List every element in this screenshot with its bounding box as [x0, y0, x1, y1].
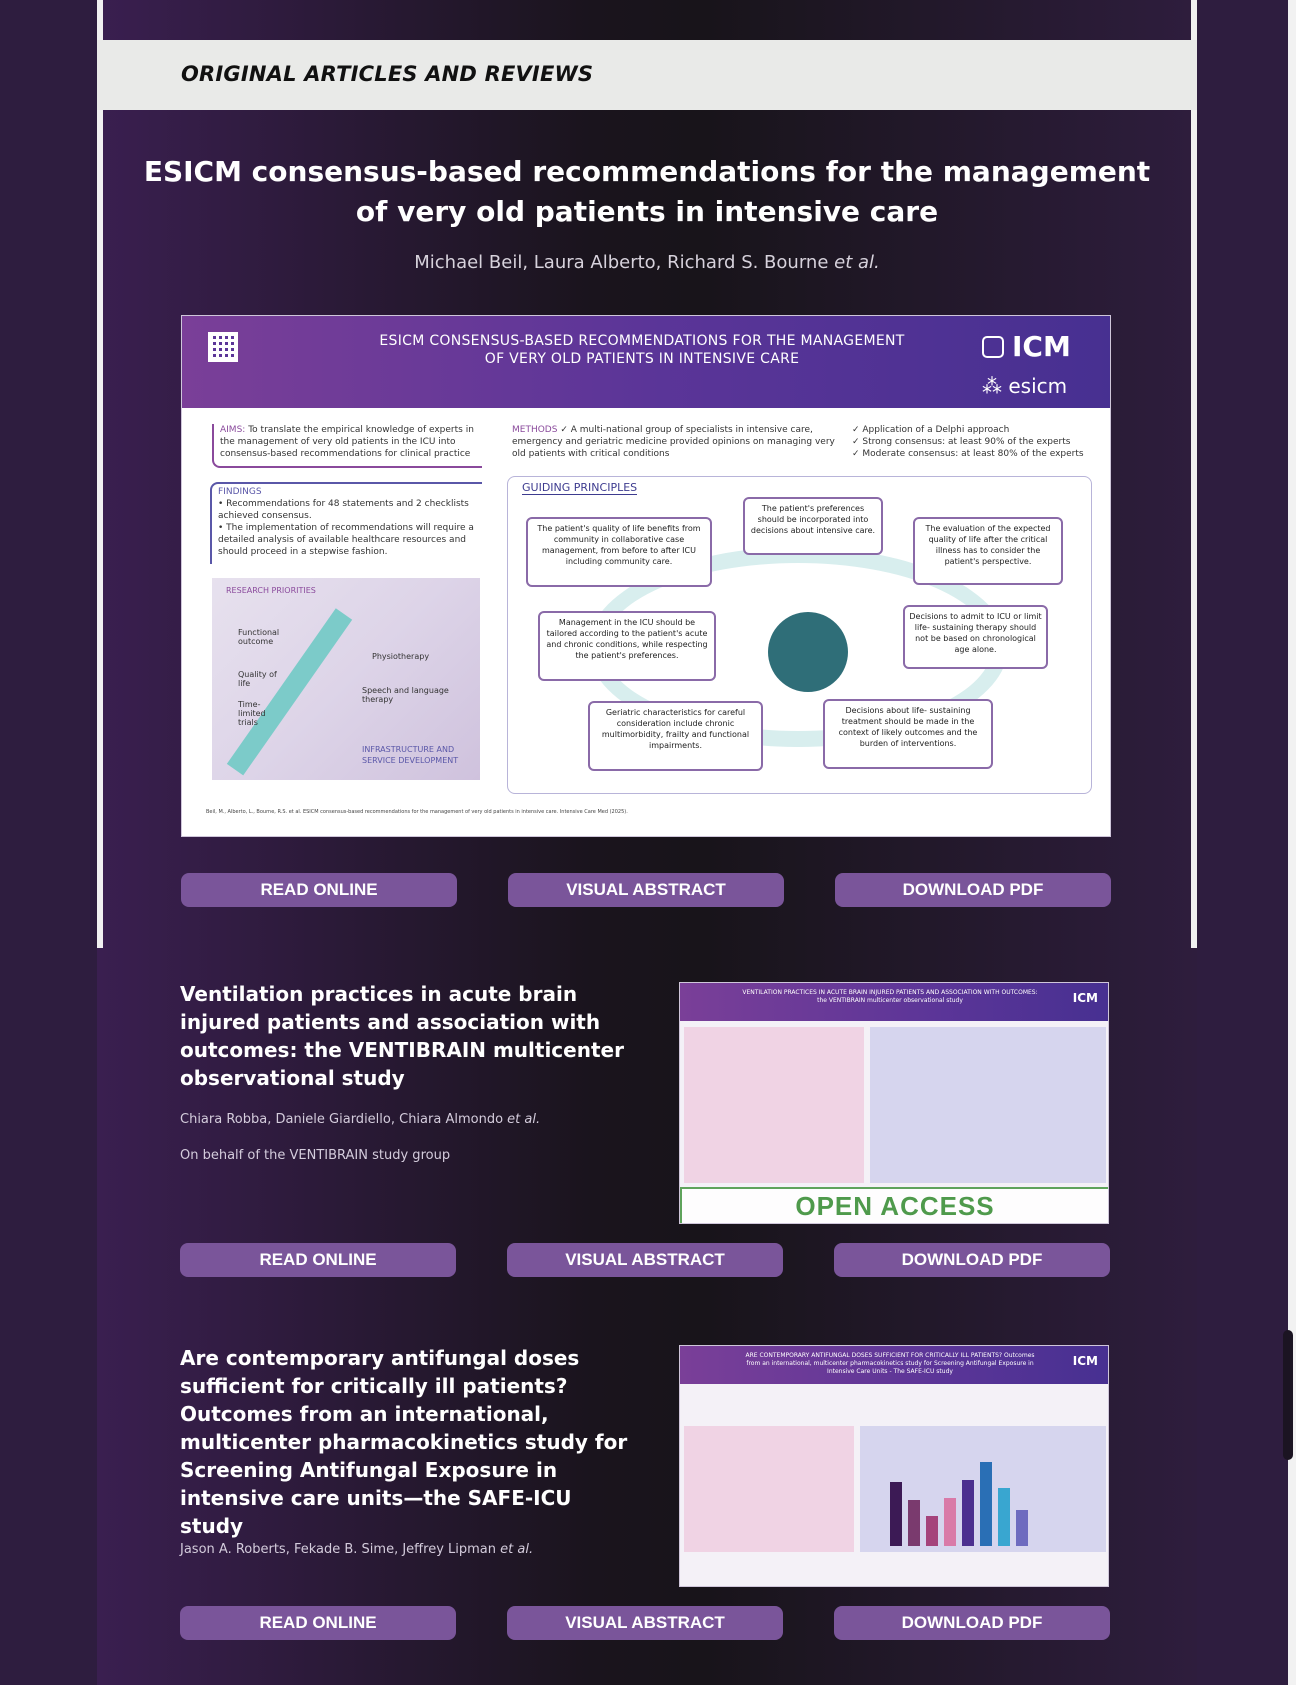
thumb-2-header: VENTILATION PRACTICES IN ACUTE BRAIN INJ…	[680, 983, 1108, 1021]
thumb-bar	[1016, 1510, 1028, 1546]
rp-quality: Quality of life	[238, 670, 277, 688]
read-online-button-3[interactable]: READ ONLINE	[180, 1606, 456, 1640]
qr-code-icon	[208, 332, 238, 362]
thumb-3-header: ARE CONTEMPORARY ANTIFUNGAL DOSES SUFFIC…	[680, 1346, 1108, 1384]
thumb-2-icm-logo: ICM	[1072, 991, 1098, 1005]
scroll-handle[interactable]	[1283, 1330, 1293, 1460]
article-2-authors: Chiara Robba, Daniele Giardiello, Chiara…	[180, 1112, 540, 1127]
va-findings: FINDINGS • Recommendations for 48 statem…	[210, 482, 482, 564]
thumb-2-title: VENTILATION PRACTICES IN ACUTE BRAIN INJ…	[742, 989, 1038, 1004]
principle-1: The patient's preferences should be inco…	[743, 497, 883, 555]
download-pdf-button-2[interactable]: DOWNLOAD PDF	[834, 1243, 1110, 1277]
section-header: ORIGINAL ARTICLES AND REVIEWS	[97, 40, 1197, 110]
principle-7: The patient's quality of life benefits f…	[526, 517, 712, 587]
visual-abstract-title: ESICM CONSENSUS-BASED RECOMMENDATIONS FO…	[332, 332, 952, 368]
section-label: ORIGINAL ARTICLES AND REVIEWS	[181, 62, 594, 86]
va-method-4: ✓ Moderate consensus: at least 80% of th…	[852, 449, 1084, 459]
visual-abstract-header: ESICM CONSENSUS-BASED RECOMMENDATIONS FO…	[182, 316, 1110, 408]
principle-5: Geriatric characteristics for careful co…	[588, 701, 763, 771]
thumb-2-panel-left	[684, 1027, 864, 1183]
article-2-title[interactable]: Ventilation practices in acute brain inj…	[180, 982, 624, 1090]
principle-2: The evaluation of the expected quality o…	[913, 517, 1063, 585]
open-access-badge: OPEN ACCESS	[680, 1187, 1108, 1223]
esicm-logo: ⁂ esicm	[982, 374, 1068, 398]
va-aims-label: AIMS:	[220, 425, 246, 435]
icm-logo-icon	[982, 336, 1004, 358]
icm-logo-text: ICM	[1012, 330, 1071, 363]
newsletter-page: ORIGINAL ARTICLES AND REVIEWS ESICM cons…	[97, 0, 1197, 1685]
article-2-note: On behalf of the VENTIBRAIN study group	[180, 1148, 451, 1163]
article-3-title[interactable]: Are contemporary antifungal doses suffic…	[180, 1346, 628, 1538]
download-pdf-button-1[interactable]: DOWNLOAD PDF	[835, 873, 1111, 907]
thumb-bar	[926, 1516, 938, 1546]
rp-functional: Functional outcome	[238, 628, 280, 646]
rp-infra: INFRASTRUCTURE AND SERVICE DEVELOPMENT	[362, 745, 459, 765]
rp-physio: Physiotherapy	[372, 652, 430, 661]
article-2-thumbnail[interactable]: VENTILATION PRACTICES IN ACUTE BRAIN INJ…	[679, 982, 1109, 1224]
va-research-priorities: RESEARCH PRIORITIES Functional outcome Q…	[212, 578, 480, 780]
page-frame-right	[1191, 0, 1197, 948]
va-guiding-principles: GUIDING PRINCIPLES The patient's prefere…	[507, 476, 1092, 794]
thumb-bar	[998, 1488, 1010, 1546]
download-pdf-button-3[interactable]: DOWNLOAD PDF	[834, 1606, 1110, 1640]
va-title-line2: OF VERY OLD PATIENTS IN INTENSIVE CARE	[484, 351, 800, 367]
window-edge	[1288, 0, 1296, 1685]
thumb-bar	[890, 1482, 902, 1546]
rp-timelimited: Time-limited trials	[238, 700, 266, 727]
va-aims: AIMS: To translate the empirical knowled…	[212, 424, 482, 468]
feature-authors-names: Michael Beil, Laura Alberto, Richard S. …	[414, 252, 829, 273]
feature-authors: Michael Beil, Laura Alberto, Richard S. …	[137, 252, 1157, 273]
va-methods: METHODS ✓ A multi-national group of spec…	[512, 424, 1092, 468]
va-method-1: ✓ A multi-national group of specialists …	[512, 425, 835, 459]
va-finding-1: • Recommendations for 48 statements and …	[218, 499, 469, 521]
va-methods-label: METHODS	[512, 425, 558, 435]
article-3-authors: Jason A. Roberts, Fekade B. Sime, Jeffre…	[180, 1542, 533, 1557]
visual-abstract-button-1[interactable]: VISUAL ABSTRACT	[508, 873, 784, 907]
principle-4: Decisions about life- sustaining treatme…	[823, 699, 993, 769]
thumb-bar	[908, 1500, 920, 1546]
va-guiding-label: GUIDING PRINCIPLES	[522, 481, 638, 495]
thumb-3-bar-chart	[890, 1446, 1040, 1546]
article-3-authors-etal: et al.	[500, 1542, 534, 1557]
visual-abstract-button-2[interactable]: VISUAL ABSTRACT	[507, 1243, 783, 1277]
va-method-2: ✓ Application of a Delphi approach	[852, 425, 1010, 435]
va-aims-text: To translate the empirical knowledge of …	[220, 425, 474, 459]
visual-abstract-image[interactable]: ESICM CONSENSUS-BASED RECOMMENDATIONS FO…	[181, 315, 1111, 837]
read-online-button-1[interactable]: READ ONLINE	[181, 873, 457, 907]
thumb-bar	[980, 1462, 992, 1546]
va-footer: Beil, M., Alberto, L., Bourne, R.S. et a…	[206, 809, 628, 815]
thumb-3-icm-logo: ICM	[1072, 1354, 1098, 1368]
principle-6: Management in the ICU should be tailored…	[538, 611, 716, 681]
va-methods-left: METHODS ✓ A multi-national group of spec…	[512, 424, 842, 460]
elderly-couple-icon	[768, 612, 848, 692]
va-findings-label: FINDINGS	[218, 487, 262, 497]
read-online-button-2[interactable]: READ ONLINE	[180, 1243, 456, 1277]
va-methods-right: ✓ Application of a Delphi approach ✓ Str…	[852, 424, 1092, 460]
thumb-bar	[962, 1480, 974, 1546]
va-authors-strip	[222, 376, 962, 398]
va-method-3: ✓ Strong consensus: at least 90% of the …	[852, 437, 1071, 447]
thumb-bar	[944, 1498, 956, 1546]
article-2-authors-names: Chiara Robba, Daniele Giardiello, Chiara…	[180, 1112, 504, 1127]
feature-authors-etal: et al.	[834, 252, 880, 273]
thumb-2-panel-right	[870, 1027, 1106, 1183]
page-frame-left	[97, 0, 103, 948]
feature-article-title[interactable]: ESICM consensus-based recommendations fo…	[137, 152, 1157, 232]
feature-title-line1: ESICM consensus-based recommendations fo…	[143, 155, 1151, 188]
feature-title-line2: of very old patients in intensive care	[355, 195, 939, 228]
thumb-3-panel-left	[684, 1426, 854, 1552]
article-2-authors-etal: et al.	[507, 1112, 541, 1127]
principle-3: Decisions to admit to ICU or limit life-…	[903, 605, 1048, 669]
thumb-3-title: ARE CONTEMPORARY ANTIFUNGAL DOSES SUFFIC…	[745, 1352, 1035, 1375]
va-title-line1: ESICM CONSENSUS-BASED RECOMMENDATIONS FO…	[379, 333, 905, 349]
article-3-authors-names: Jason A. Roberts, Fekade B. Sime, Jeffre…	[180, 1542, 496, 1557]
icm-logo: ICM	[982, 330, 1071, 363]
va-finding-2: • The implementation of recommendations …	[218, 523, 474, 557]
article-3-thumbnail[interactable]: ARE CONTEMPORARY ANTIFUNGAL DOSES SUFFIC…	[679, 1345, 1109, 1587]
rp-speech: Speech and language therapy	[362, 686, 449, 704]
va-research-label: RESEARCH PRIORITIES	[226, 586, 316, 595]
visual-abstract-button-3[interactable]: VISUAL ABSTRACT	[507, 1606, 783, 1640]
esicm-logo-text: esicm	[1008, 374, 1068, 398]
